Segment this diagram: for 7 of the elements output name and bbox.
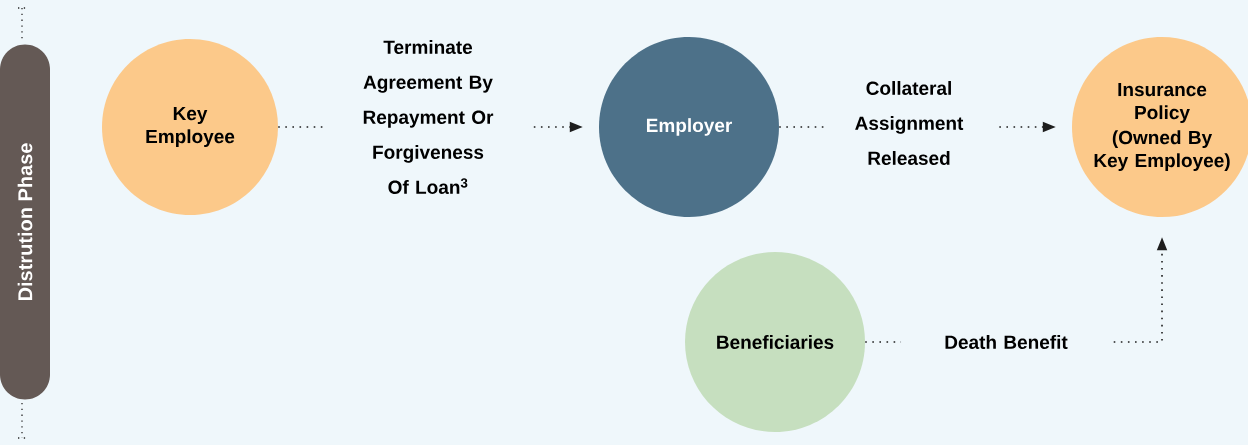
- phase-band: Distrution Phase: [0, 44, 50, 400]
- circle-node: Beneficiaries: [685, 252, 865, 432]
- edge-label: Terminate Agreement By Repayment Or Forgiveness Of Loan$^{3}$: [325, 37, 531, 197]
- edge-label: Death Benefit: [901, 332, 1111, 352]
- edge-label: Collateral Assignment Released: [824, 78, 994, 168]
- circle-node: Key Employee: [102, 39, 278, 215]
- circle-node: Employer: [599, 37, 779, 217]
